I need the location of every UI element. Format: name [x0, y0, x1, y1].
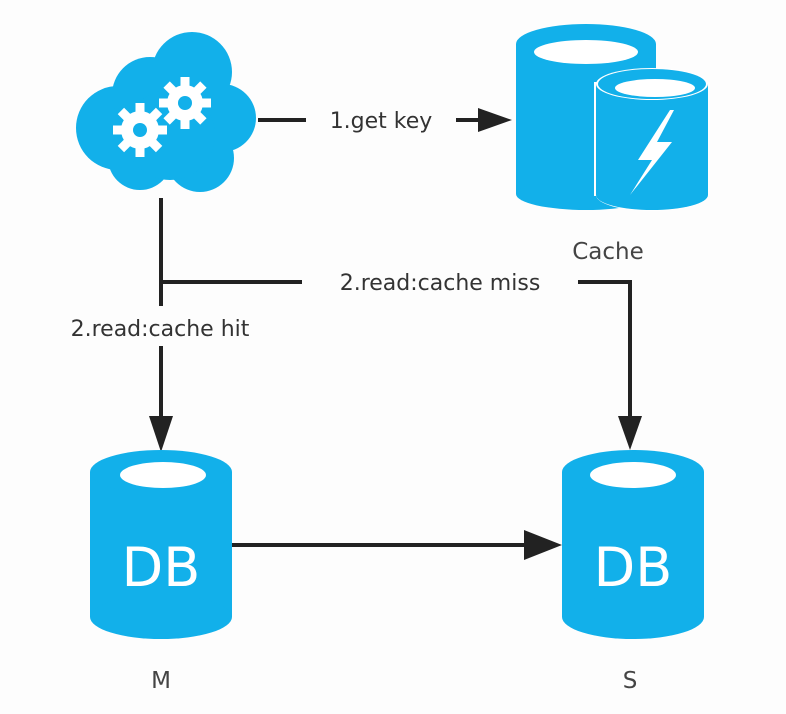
cloud-gears-icon: [76, 32, 256, 192]
node-master-db: DB M: [90, 450, 232, 694]
node-label-master: M: [151, 668, 171, 694]
arrowhead-icon: [618, 416, 642, 450]
cache-database-lightning-icon: [516, 24, 710, 211]
db-text: DB: [122, 536, 201, 599]
edge-label-cache-miss: 2.read:cache miss: [340, 271, 541, 296]
node-slave-db: DB S: [562, 450, 704, 694]
edge-get-key: 1.get key: [258, 108, 512, 134]
edge-cache-miss: 2.read:cache miss: [161, 271, 642, 450]
node-app: [76, 32, 256, 192]
database-icon: DB: [562, 450, 704, 639]
node-label-cache: Cache: [572, 239, 644, 265]
lightning-icon: [630, 110, 674, 195]
node-cache: Cache: [516, 24, 710, 265]
database-icon: DB: [90, 450, 232, 639]
db-text: DB: [594, 536, 673, 599]
edge-cache-hit: 2.read:cache hit: [71, 198, 250, 452]
edge-replication: [232, 530, 562, 560]
edge-line: [578, 280, 632, 420]
arrowhead-icon: [149, 416, 173, 452]
edge-label-cache-hit: 2.read:cache hit: [71, 317, 250, 342]
edge-label-get-key: 1.get key: [330, 109, 433, 134]
arrowhead-icon: [478, 108, 512, 132]
node-label-slave: S: [623, 668, 638, 694]
arrowhead-icon: [524, 530, 562, 560]
